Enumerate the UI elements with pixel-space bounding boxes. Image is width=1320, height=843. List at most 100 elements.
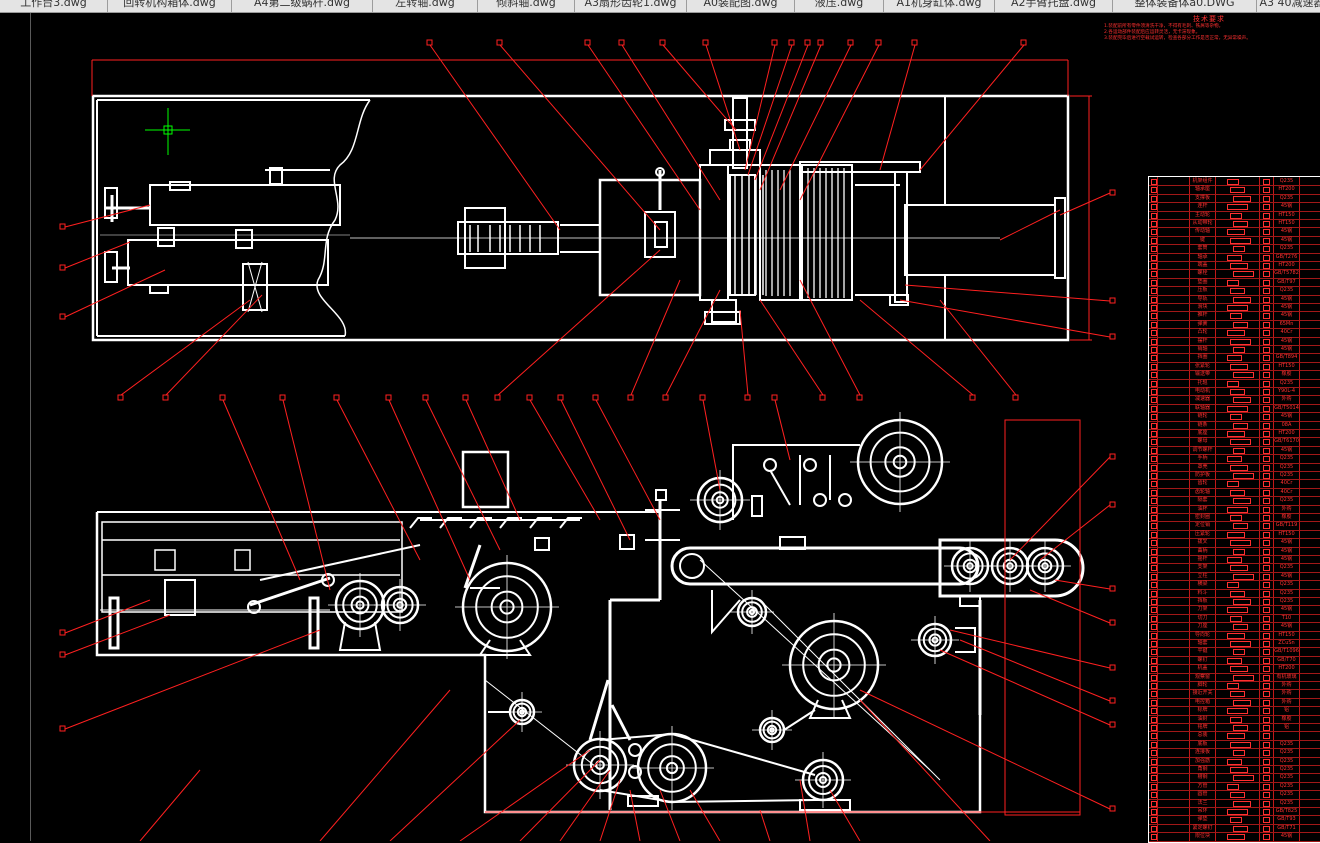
file-tab[interactable]: A3扇形齿轮1.dwg — [575, 0, 687, 12]
file-tab[interactable]: 液压.dwg — [795, 0, 884, 12]
file-tab[interactable]: 回转机构箱体.dwg — [108, 0, 232, 12]
bom-unit-mark — [1263, 624, 1270, 631]
bom-index-mark — [1151, 523, 1157, 530]
bom-name-cell: 机架组件 — [1192, 178, 1213, 184]
bom-unit-mark — [1263, 204, 1270, 211]
bom-unit-mark — [1263, 405, 1270, 412]
bom-code-cell — [1158, 194, 1188, 202]
file-tab[interactable]: A4第二级蜗杆.dwg — [232, 0, 373, 12]
leader-line — [429, 44, 561, 231]
bom-material-cell: 橡胶 — [1281, 514, 1292, 520]
bom-code-cell — [1158, 227, 1188, 235]
leader-line — [64, 629, 321, 730]
drawing-path — [599, 789, 816, 804]
bom-code-cell — [1158, 211, 1188, 219]
bom-code-cell — [1158, 647, 1188, 655]
drawing-rect — [644, 211, 676, 258]
bom-material-cell: 45钢 — [1280, 295, 1293, 302]
notes-line: 1.装配前所有零件须清洗干净，不得有毛刺、铁屑等杂物。 — [1104, 24, 1224, 29]
drawing-canvas[interactable] — [31, 13, 1320, 841]
viewport-left-margin — [0, 13, 31, 841]
bom-index-mark — [1151, 531, 1157, 538]
file-tab[interactable]: 左转轴.dwg — [373, 0, 478, 12]
bom-code-cell — [1158, 799, 1188, 807]
drawing-line — [463, 544, 482, 589]
output-shaft — [904, 204, 1056, 276]
bom-code-cell — [1158, 185, 1188, 193]
bom-code-cell — [1158, 664, 1188, 672]
bom-qty-mark — [1227, 506, 1248, 513]
assembly-drawing[interactable] — [31, 13, 1320, 841]
file-tab[interactable]: 倾斜轴.dwg — [478, 0, 575, 12]
bom-name-cell: 立柱 — [1197, 572, 1208, 579]
balloon-marker — [59, 264, 66, 271]
file-tab[interactable]: 工作台3.dwg — [0, 0, 108, 12]
bom-code-cell — [1158, 303, 1188, 311]
file-tab[interactable]: A0装配图.dwg — [687, 0, 795, 12]
drawing-path — [938, 538, 1085, 598]
balloon-marker — [494, 394, 501, 401]
file-tab[interactable]: A2手臂托盘.dwg — [995, 0, 1113, 12]
bom-row: 观察窗有机玻璃 — [1149, 673, 1320, 682]
bom-unit-mark — [1263, 254, 1270, 261]
drawing-rect — [149, 284, 169, 294]
bom-name-cell: 吊环 — [1197, 808, 1208, 814]
bom-unit-mark — [1263, 380, 1270, 387]
leader-line — [879, 44, 916, 171]
drawing-path — [599, 732, 816, 776]
bom-qty-mark — [1230, 313, 1242, 320]
balloon-marker — [817, 39, 824, 46]
bom-column-divider — [1273, 177, 1274, 842]
leader-line — [959, 639, 1111, 702]
bom-name-cell: 轴承 — [1197, 253, 1208, 260]
leader-line — [705, 44, 741, 151]
bom-index-mark — [1151, 683, 1157, 689]
bom-unit-mark — [1263, 523, 1270, 530]
bom-code-cell — [1158, 437, 1188, 445]
bom-name-cell: 脚轮 — [1197, 682, 1208, 688]
bom-index-mark — [1151, 515, 1157, 521]
bom-qty-mark — [1230, 464, 1248, 471]
bom-qty-mark — [1233, 750, 1245, 757]
bom-material-cell: 外购 — [1281, 698, 1292, 705]
bom-qty-mark — [1230, 237, 1251, 244]
balloon-marker — [59, 629, 66, 636]
bom-index-mark — [1151, 649, 1157, 656]
file-tab[interactable]: 整体装备体a0.DWG — [1113, 0, 1257, 12]
bom-index-mark — [1151, 405, 1157, 412]
balloon-marker — [557, 394, 564, 401]
bom-qty-mark — [1230, 489, 1245, 496]
drawing-rect — [457, 221, 559, 255]
bom-code-cell — [1158, 337, 1188, 345]
balloon-marker — [426, 39, 433, 46]
bom-qty-mark — [1230, 792, 1245, 799]
file-tab[interactable]: A1机身缸体.dwg — [884, 0, 995, 12]
bom-qty-mark — [1227, 607, 1248, 614]
bom-name-cell: 罩壳 — [1197, 463, 1208, 470]
bom-qty-mark — [1233, 548, 1245, 555]
bom-index-mark — [1151, 733, 1157, 740]
balloon-marker — [1020, 39, 1027, 46]
bom-index-mark — [1151, 641, 1157, 647]
file-tab[interactable]: A3 40减速器 — [1257, 0, 1320, 12]
bom-name-cell: 密封圈 — [1194, 514, 1210, 520]
bom-code-cell — [1158, 387, 1188, 395]
bom-row: 油杯外购 — [1149, 505, 1320, 514]
bom-index-mark — [1151, 489, 1157, 496]
leader-line — [939, 299, 1017, 396]
bom-code-cell — [1158, 269, 1188, 277]
bom-code-cell — [1158, 530, 1188, 538]
bom-qty-mark — [1230, 817, 1242, 824]
drawing-path — [808, 699, 852, 719]
bom-name-cell: 连杆 — [1197, 203, 1208, 210]
bom-index-mark — [1151, 699, 1157, 706]
bom-name-cell: 加强筋 — [1194, 757, 1210, 764]
bom-name-cell: 弹簧 — [1197, 320, 1208, 327]
